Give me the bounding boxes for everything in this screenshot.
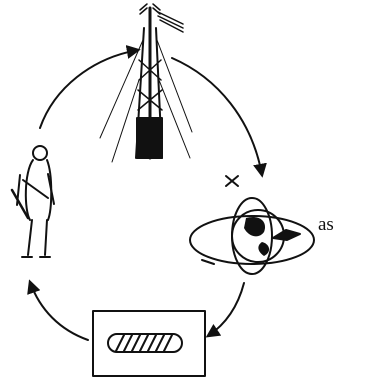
globe-with-orbits-icon [190,176,314,274]
standing-person-icon [12,146,54,257]
caption-text: as [318,214,334,236]
arrow-box-to-person [30,282,88,340]
transmission-tower-icon [100,4,192,162]
arrow-globe-to-box [208,283,244,336]
arrow-tower-to-globe [172,58,262,175]
device-box-icon [93,311,205,376]
arrow-person-to-tower [40,50,138,128]
